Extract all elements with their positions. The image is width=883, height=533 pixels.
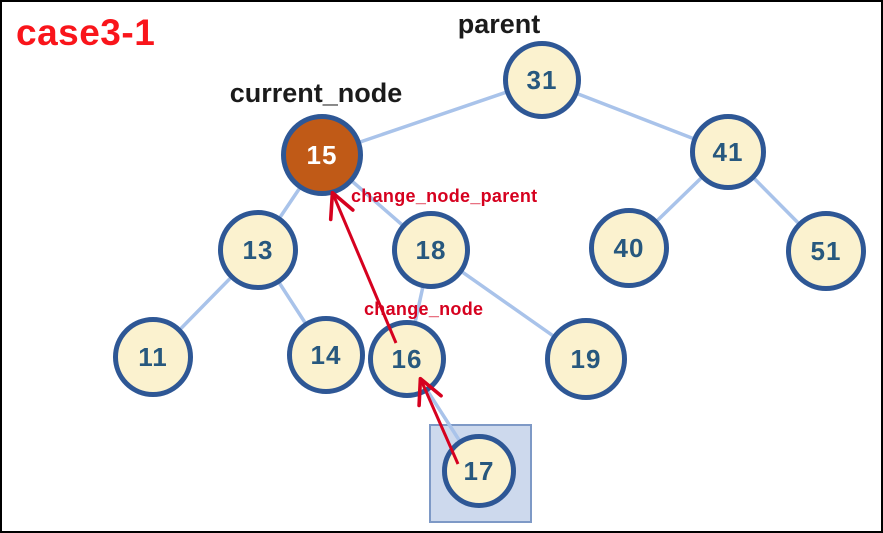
- tree-node-14: 14: [287, 316, 365, 394]
- tree-node-18: 18: [392, 211, 470, 289]
- tree-node-41: 41: [690, 114, 766, 190]
- case-title: case3-1: [16, 12, 156, 53]
- tree-node-16: 16: [368, 320, 446, 398]
- tree-node-31: 31: [503, 41, 581, 119]
- tree-node-51: 51: [786, 211, 866, 291]
- tree-node-17: 17: [442, 434, 516, 508]
- change-node-label: change_node: [364, 299, 484, 319]
- change-node-parent-label: change_node_parent: [351, 186, 538, 206]
- tree-node-13: 13: [218, 210, 298, 290]
- tree-node-15: 15: [281, 114, 363, 196]
- tree-node-40: 40: [589, 208, 669, 288]
- current-node-label: current_node: [229, 78, 403, 108]
- tree-node-19: 19: [545, 318, 627, 400]
- parent-label: parent: [457, 9, 541, 39]
- tree-node-11: 11: [113, 317, 193, 397]
